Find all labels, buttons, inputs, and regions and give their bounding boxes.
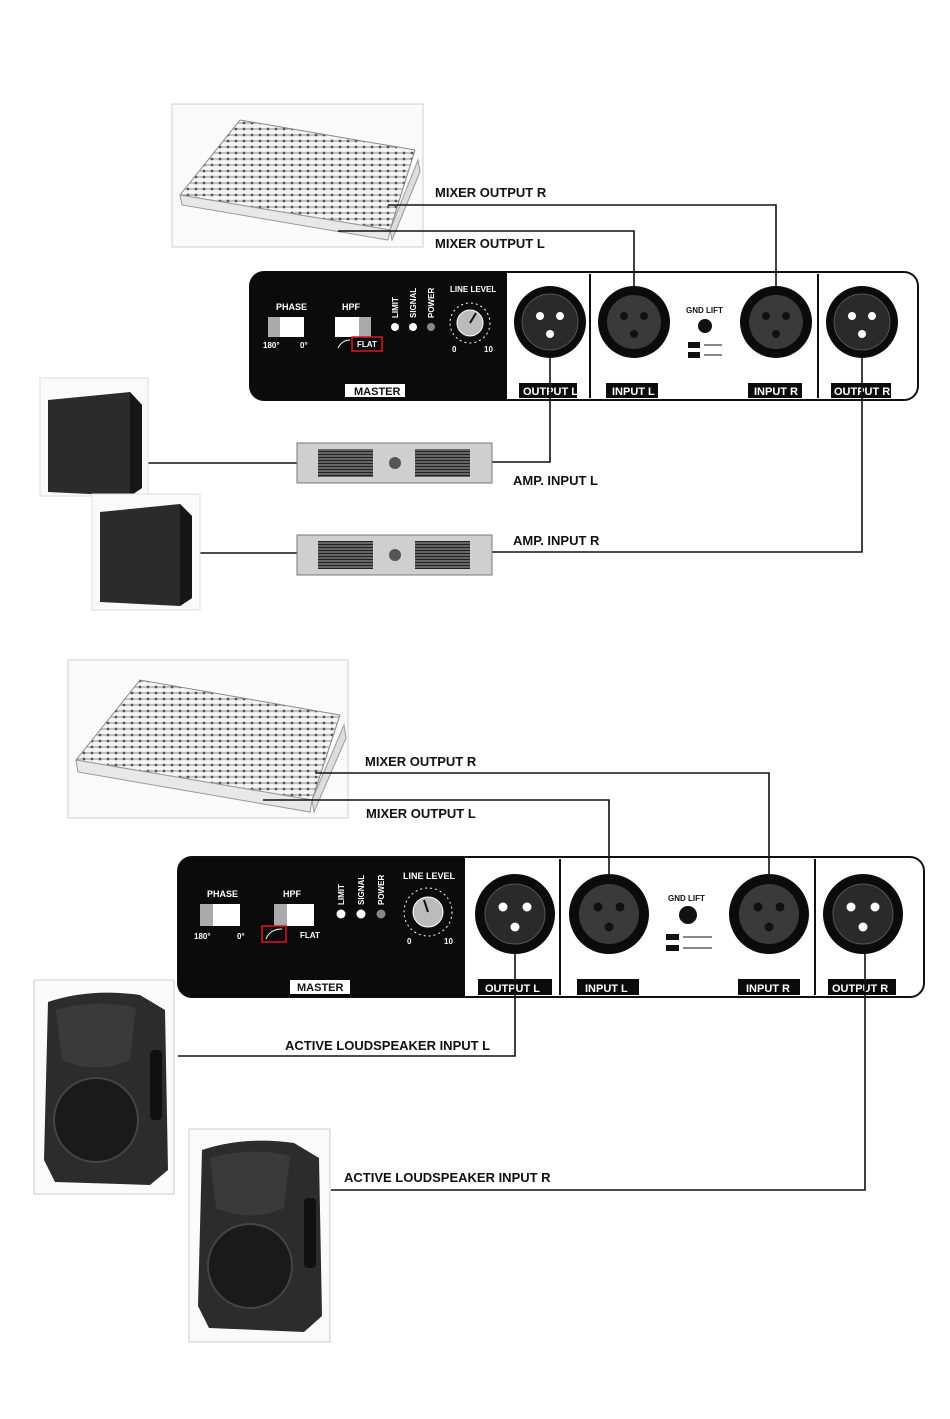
bottom-section: MIXER OUTPUT R MIXER OUTPUT L PHASE 180°… (33, 659, 925, 1343)
xlr-input-r-connector[interactable] (740, 286, 812, 358)
phase-label-2: PHASE (207, 889, 238, 899)
hpf-curve-icon (337, 339, 351, 349)
gnd-lift-button-2[interactable] (679, 906, 697, 924)
label-amp-input-r: AMP. INPUT R (513, 533, 600, 548)
label-amp-input-l: AMP. INPUT L (513, 473, 598, 488)
xlr-input-r-connector-2[interactable] (729, 874, 809, 954)
flat-label-2: FLAT (300, 931, 320, 940)
master-label: MASTER (354, 386, 401, 398)
hpf-label: HPF (342, 302, 361, 312)
xlr-output-l-connector[interactable] (514, 286, 586, 358)
signal-label-2: SIGNAL (357, 875, 366, 905)
signal-led-icon (409, 323, 417, 331)
signal-label: SIGNAL (409, 288, 418, 318)
phase-label: PHASE (276, 302, 307, 312)
wire-mixer-output-r-2 (315, 772, 770, 874)
wire-output-l-to-amp (492, 358, 551, 463)
line-level-label-2: LINE LEVEL (403, 871, 456, 881)
wire-output-l-to-speaker (178, 954, 516, 1057)
active-loudspeaker-image-1 (33, 979, 175, 1195)
power-amplifier-image-2 (296, 534, 493, 576)
device-rear-panel-2: PHASE 180° 0° HPF FLAT LIMIT SIGNAL POWE… (177, 856, 925, 998)
wire-mixer-output-l (338, 230, 635, 286)
knob-min-label-2: 0 (407, 937, 412, 946)
limit-led-icon-2 (336, 909, 346, 919)
label-mixer-output-r-2: MIXER OUTPUT R (365, 754, 477, 769)
gnd-lift-button[interactable] (698, 319, 712, 333)
output-l-label-2: OUTPUT L (485, 983, 540, 995)
input-r-label-2: INPUT R (746, 983, 790, 995)
power-led-icon-2 (376, 909, 386, 919)
mixer-console-image (171, 103, 424, 248)
subwoofer-image-2 (91, 493, 201, 611)
phase-0-label: 0° (300, 341, 308, 350)
wire-output-r-to-speaker (331, 954, 866, 1191)
power-amplifier-image-1 (296, 442, 493, 484)
flat-highlight (351, 336, 383, 352)
label-mixer-output-r: MIXER OUTPUT R (435, 185, 547, 200)
power-led-icon (427, 323, 435, 331)
gnd-lift-label-2: GND LIFT (668, 894, 705, 903)
xlr-input-l-connector[interactable] (598, 286, 670, 358)
limit-label: LIMIT (391, 297, 400, 318)
wire-mixer-output-l-2 (263, 799, 610, 874)
device-rear-panel: PHASE 180° 0° HPF FLAT LIMIT SIGNAL POWE… (249, 271, 919, 401)
knob-max-label: 10 (484, 345, 493, 354)
xlr-output-l-connector-2[interactable] (475, 874, 555, 954)
phase-0-label-2: 0° (237, 932, 245, 941)
output-r-label-2: OUTPUT R (832, 983, 888, 995)
label-mixer-output-l: MIXER OUTPUT L (435, 236, 545, 251)
wire-output-r-to-amp (492, 358, 863, 553)
flat-label: FLAT (357, 340, 377, 349)
label-active-speaker-input-l: ACTIVE LOUDSPEAKER INPUT L (285, 1038, 490, 1053)
phase-180-label: 180° (263, 341, 280, 350)
master-label-2: MASTER (297, 982, 344, 994)
hpf-curve-highlight (261, 925, 287, 943)
limit-led-icon (391, 323, 399, 331)
line-level-label: LINE LEVEL (450, 285, 496, 294)
limit-label-2: LIMIT (337, 884, 346, 905)
active-loudspeaker-image-2 (188, 1128, 331, 1343)
input-r-label: INPUT R (754, 386, 798, 398)
mixer-console-image-2 (67, 659, 349, 819)
xlr-output-r-connector-2[interactable] (823, 874, 903, 954)
xlr-input-l-connector-2[interactable] (569, 874, 649, 954)
label-active-speaker-input-r: ACTIVE LOUDSPEAKER INPUT R (344, 1170, 551, 1185)
wire-mixer-output-r (388, 204, 777, 286)
subwoofer-image-1 (39, 377, 149, 497)
signal-led-icon-2 (356, 909, 366, 919)
power-label-2: POWER (377, 875, 386, 905)
knob-max-label-2: 10 (444, 937, 453, 946)
label-mixer-output-l-2: MIXER OUTPUT L (366, 806, 476, 821)
phase-180-label-2: 180° (194, 932, 211, 941)
input-l-label: INPUT L (612, 386, 655, 398)
gnd-lift-label: GND LIFT (686, 306, 723, 315)
input-l-label-2: INPUT L (585, 983, 628, 995)
power-label: POWER (427, 288, 436, 318)
hpf-label-2: HPF (283, 889, 302, 899)
top-section: MIXER OUTPUT R MIXER OUTPUT L PHASE 180°… (39, 103, 919, 611)
xlr-output-r-connector[interactable] (826, 286, 898, 358)
knob-min-label: 0 (452, 345, 457, 354)
hpf-curve-icon-2 (265, 928, 283, 940)
